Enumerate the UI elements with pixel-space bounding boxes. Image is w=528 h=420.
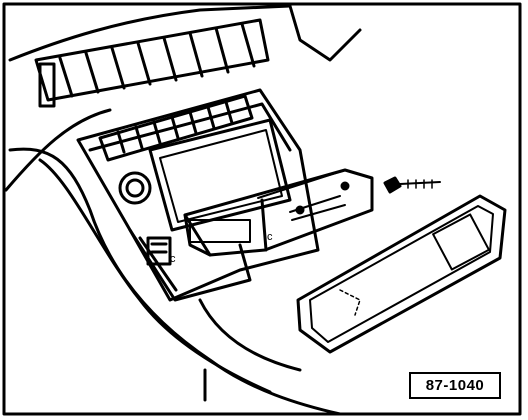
right-dash-edge [288, 4, 362, 62]
reference-code-box: 87-1040 [409, 372, 501, 399]
dashboard-lower-contour [4, 108, 112, 192]
top-vents [34, 18, 270, 108]
reference-code: 87-1040 [425, 377, 485, 394]
figure-frame [2, 2, 522, 416]
front-trim-panel [296, 194, 507, 354]
label-c-right: c [267, 231, 273, 243]
control-knob [118, 171, 152, 205]
console-left-sweep [8, 147, 342, 416]
radio-chassis [183, 168, 374, 257]
console-left-sweep-inner [38, 158, 272, 394]
dashboard-top-edge [8, 4, 292, 62]
connector-block [146, 236, 172, 266]
label-c-left: c [170, 253, 176, 265]
center-console [76, 88, 320, 302]
screw [383, 176, 441, 194]
lower-console-line [198, 298, 302, 372]
